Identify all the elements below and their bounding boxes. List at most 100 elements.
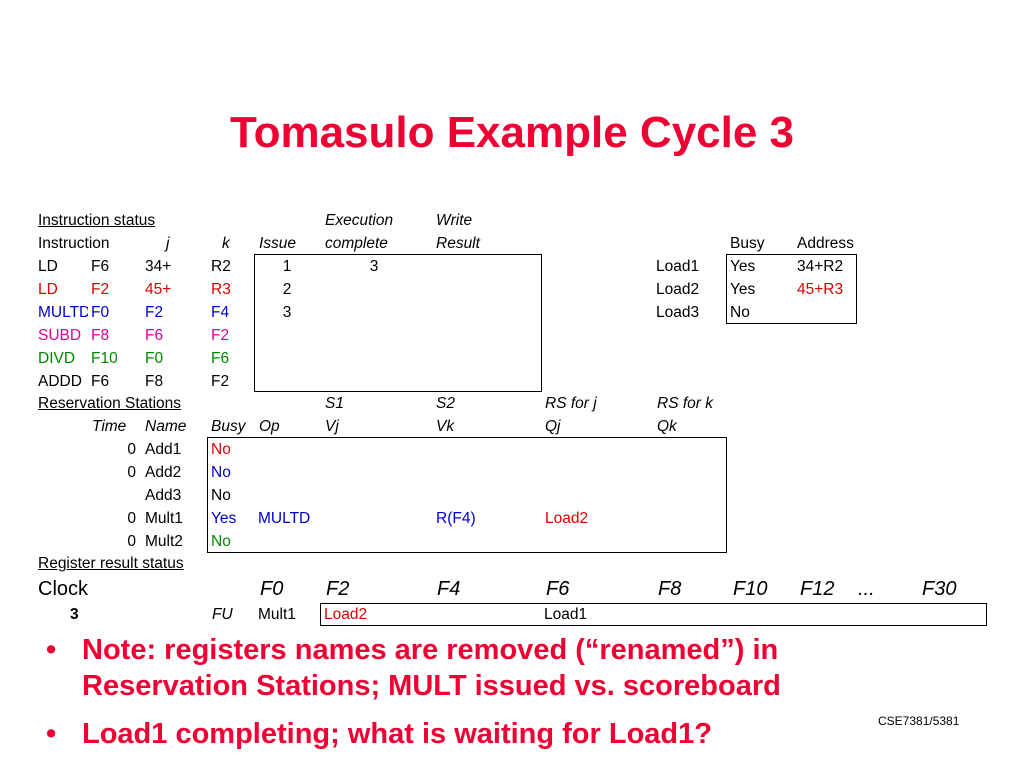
slide-title: Tomasulo Example Cycle 3 — [229, 108, 795, 157]
rs-time: 0 — [127, 533, 136, 550]
rs-busy: Yes — [211, 510, 237, 527]
rs-header-op: Op — [259, 418, 280, 435]
register-name: F2 — [326, 578, 350, 600]
rs-header-vj: Vj — [325, 418, 339, 435]
instr-j: F2 — [145, 304, 164, 321]
instr-dest: F6 — [91, 373, 110, 390]
instr-issue: 1 — [282, 258, 292, 275]
instr-op: LD — [38, 258, 58, 275]
header-instruction: Instruction — [38, 235, 110, 252]
bullet-dot: • — [46, 634, 57, 666]
rs-vk: R(F4) — [436, 510, 476, 527]
load-header-busy: Busy — [730, 235, 765, 252]
rs-busy: No — [211, 464, 231, 481]
bullet-2-text: Load1 completing; what is waiting for Lo… — [82, 718, 712, 750]
load-name: Load2 — [656, 281, 700, 298]
instr-issue: 3 — [282, 304, 292, 321]
rs-qj: Load2 — [545, 510, 589, 527]
load-address: 45+R3 — [797, 281, 844, 298]
rs-header-name: Name — [145, 418, 187, 435]
header-j: j — [166, 235, 170, 252]
instr-k: R3 — [211, 281, 231, 298]
register-name: F12 — [800, 578, 835, 600]
register-name: F0 — [260, 578, 284, 600]
rs-name: Add1 — [145, 441, 182, 458]
register-name: ... — [858, 578, 875, 600]
load-address: 34+R2 — [797, 258, 844, 275]
rs-busy: No — [211, 441, 231, 458]
register-name: F8 — [658, 578, 682, 600]
instr-dest: F2 — [91, 281, 110, 298]
instr-op: DIVD — [38, 350, 76, 367]
register-value: Load2 — [324, 606, 368, 623]
register-name: F30 — [922, 578, 957, 600]
instr-op: ADDD — [38, 373, 82, 390]
header-exec-complete: complete — [325, 235, 388, 252]
load-name: Load3 — [656, 304, 700, 321]
rs-header-time: Time — [92, 418, 127, 435]
register-value: Load1 — [544, 606, 588, 623]
instr-k: F6 — [211, 350, 230, 367]
load-name: Load1 — [656, 258, 700, 275]
instr-dest: F8 — [91, 327, 110, 344]
rs-header-rsk: RS for k — [657, 395, 713, 412]
instr-j: 45+ — [145, 281, 172, 298]
instr-issue: 2 — [282, 281, 292, 298]
instr-k: F4 — [211, 304, 230, 321]
instr-op: SUBD — [38, 327, 82, 344]
bullet-1: • Note: registers names are removed (“re… — [46, 632, 946, 704]
header-write-result: Result — [436, 235, 480, 252]
instr-j: F8 — [145, 373, 164, 390]
instr-op: LD — [38, 281, 58, 298]
rs-name: Add2 — [145, 464, 182, 481]
instr-k: F2 — [211, 373, 230, 390]
reservation-stations-label: Reservation Stations — [38, 395, 182, 412]
header-k: k — [222, 235, 230, 252]
register-value: Mult1 — [258, 606, 296, 623]
clock-value: 3 — [70, 606, 79, 623]
rs-header-s1: S1 — [325, 395, 344, 412]
rs-busy: No — [211, 533, 231, 550]
rs-header-qj: Qj — [545, 418, 561, 435]
rs-header-rsj: RS for j — [545, 395, 597, 412]
instr-j: F6 — [145, 327, 164, 344]
rs-name: Add3 — [145, 487, 182, 504]
instr-j: F0 — [145, 350, 164, 367]
rs-name: Mult1 — [145, 510, 183, 527]
register-name: F10 — [733, 578, 768, 600]
instr-dest: F0 — [91, 304, 110, 321]
instr-k: R2 — [211, 258, 231, 275]
rs-name: Mult2 — [145, 533, 183, 550]
clock-label: Clock — [38, 578, 89, 600]
instruction-status-label: Instruction status — [38, 212, 156, 229]
instr-op: MULTD — [38, 304, 88, 321]
footer: CSE7381/5381 — [878, 714, 960, 728]
rs-header-vk: Vk — [436, 418, 455, 435]
register-status-box — [320, 603, 987, 626]
bullet-dot: • — [46, 718, 57, 750]
rs-time: 0 — [127, 441, 136, 458]
register-status-label: Register result status — [38, 555, 184, 572]
bullet-2: • Load1 completing; what is waiting for … — [46, 716, 946, 752]
header-write: Write — [436, 212, 473, 229]
load-busy: No — [730, 304, 750, 321]
rs-time: 0 — [127, 510, 136, 527]
rs-header-busy: Busy — [211, 418, 246, 435]
bullet-1-text: Note: registers names are removed (“rena… — [82, 634, 781, 702]
instr-k: F2 — [211, 327, 230, 344]
rs-time: 0 — [127, 464, 136, 481]
instr-dest: F6 — [91, 258, 110, 275]
load-header-address: Address — [797, 235, 854, 252]
load-busy: Yes — [730, 281, 756, 298]
instr-exec: 3 — [369, 258, 379, 275]
rs-header-qk: Qk — [657, 418, 677, 435]
instr-dest: F10 — [91, 350, 118, 367]
load-buffer-box — [726, 254, 857, 324]
rs-busy: No — [211, 487, 231, 504]
register-name: F4 — [437, 578, 461, 600]
load-busy: Yes — [730, 258, 756, 275]
rs-header-s2: S2 — [436, 395, 455, 412]
header-issue: Issue — [259, 235, 297, 252]
instr-j: 34+ — [145, 258, 172, 275]
reservation-stations-box — [207, 437, 727, 553]
